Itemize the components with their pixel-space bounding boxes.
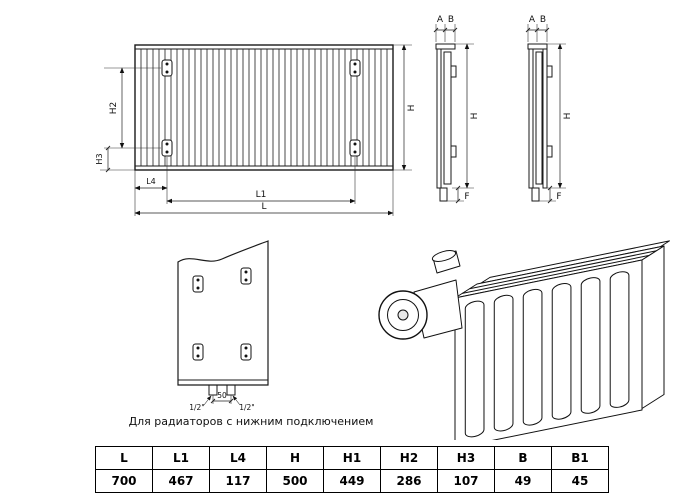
dim-value-L1: 467 (152, 469, 210, 493)
dim-l: L (134, 170, 394, 216)
mount-bracket (161, 139, 173, 157)
dim-f-side1: F (447, 185, 470, 204)
table-value-row: 700 467 117 500 449 286 107 49 45 (95, 469, 609, 493)
h-label-front: H (407, 105, 417, 112)
b-label-side1: B (448, 15, 454, 25)
dim-value-H1: 449 (323, 469, 381, 493)
dim-value-B1: 45 (551, 469, 609, 493)
technical-drawing: H2 H3 H L4 L1 L (95, 15, 700, 440)
conn-size-right-label: 1/2" (239, 403, 255, 412)
dim-f-side2: F (539, 185, 562, 204)
table-header-row: L L1 L4 H H1 H2 H3 B B1 (95, 446, 609, 470)
dim-h-front: H (393, 44, 417, 171)
mount-bracket (192, 275, 204, 293)
dim-header-B: B (494, 446, 552, 470)
dim-l1: L1 (166, 157, 356, 204)
l1-label: L1 (256, 190, 267, 200)
dim-value-H: 500 (266, 469, 324, 493)
side-view-2: A B H F (525, 15, 573, 204)
bottom-connection-caption: Для радиаторов с нижним подключением (129, 415, 374, 428)
b-label-side2: B (540, 15, 546, 25)
dim-header-H: H (266, 446, 324, 470)
dim-h-side1: H (452, 43, 480, 189)
dim-header-L1: L1 (152, 446, 210, 470)
radiator-front-panel (455, 260, 642, 440)
a-label-side1: A (437, 15, 444, 25)
dim-h-side2: H (544, 43, 573, 189)
l4-label: L4 (146, 177, 156, 186)
mount-bracket (192, 343, 204, 361)
f-label-side2: F (556, 192, 561, 202)
a-label-side2: A (529, 15, 536, 25)
dim-value-H3: 107 (437, 469, 495, 493)
mount-bracket (349, 59, 361, 77)
dim-value-L4: 117 (209, 469, 267, 493)
radiator-3d-view (379, 240, 673, 440)
l-label: L (261, 202, 266, 212)
dim-h2: H2 (104, 67, 161, 149)
dim-header-L4: L4 (209, 446, 267, 470)
dim-header-L: L (95, 446, 153, 470)
mount-bracket (240, 267, 252, 285)
dim-header-H1: H1 (323, 446, 381, 470)
h-label-side1: H (470, 113, 480, 120)
radiator-right-end (642, 246, 664, 409)
front-view: H2 H3 H L4 L1 L (95, 44, 417, 216)
dim-l4: L4 (134, 157, 168, 216)
dim-value-H2: 286 (380, 469, 438, 493)
mount-bracket (161, 59, 173, 77)
side-view-1: A B H F (433, 15, 480, 204)
mount-bracket (349, 139, 361, 157)
f-label-side1: F (464, 192, 469, 202)
dim-50: 50 (210, 391, 234, 404)
dim-header-H3: H3 (437, 446, 495, 470)
spacing-50-label: 50 (217, 391, 227, 400)
bottom-connection-detail: 50 1/2" 1/2" (177, 240, 269, 412)
dimensions-table: L L1 L4 H H1 H2 H3 B B1 700 467 117 500 … (95, 446, 609, 493)
valve-assembly (378, 250, 463, 340)
mount-bracket (240, 343, 252, 361)
h-label-side2: H (563, 113, 573, 120)
h2-label: H2 (109, 102, 119, 115)
dim-value-L: 700 (95, 469, 153, 493)
dim-header-H2: H2 (380, 446, 438, 470)
conn-size-left-label: 1/2" (189, 403, 205, 412)
dim-h3: H3 (95, 145, 135, 173)
dim-header-B1: B1 (551, 446, 609, 470)
dim-value-B: 49 (494, 469, 552, 493)
h3-label: H3 (95, 153, 104, 164)
